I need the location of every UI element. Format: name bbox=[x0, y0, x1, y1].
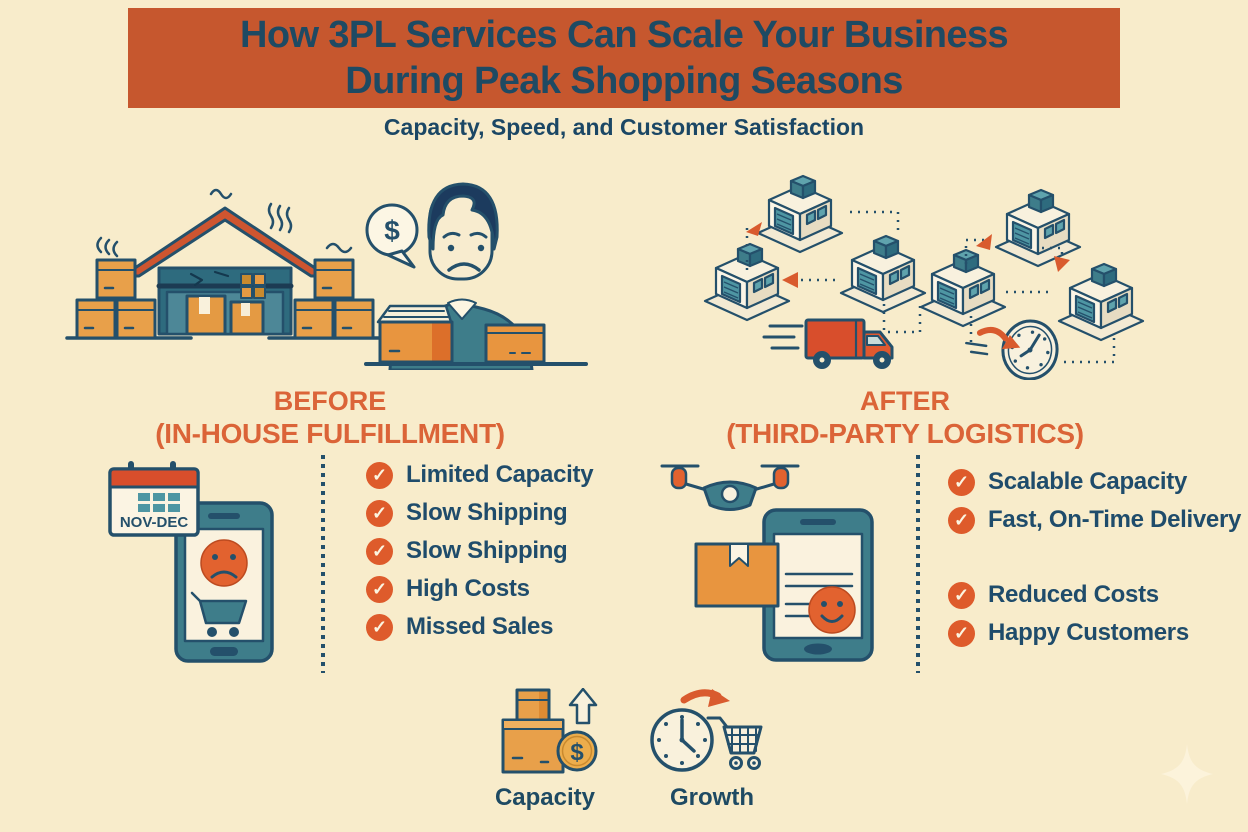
list-item: Reduced Costs bbox=[948, 576, 1241, 614]
after-divider bbox=[916, 455, 920, 673]
subtitle: Capacity, Speed, and Customer Satisfacti… bbox=[383, 114, 865, 140]
cart-icon bbox=[190, 591, 248, 637]
list-item: Limited Capacity bbox=[366, 456, 594, 494]
network-routes bbox=[745, 210, 1116, 364]
drone-icon bbox=[660, 464, 800, 511]
calendar-label: NOV-DEC bbox=[120, 514, 189, 531]
check-icon bbox=[948, 506, 975, 534]
warehouse-node-icon bbox=[1057, 262, 1145, 342]
closed-box-icon bbox=[484, 323, 546, 364]
after-subheading: (THIRD-PARTY LOGISTICS) bbox=[726, 418, 1084, 449]
capacity-icon: $ bbox=[501, 688, 598, 774]
box-stack-left-icon bbox=[75, 258, 157, 340]
growth-label: Growth bbox=[670, 784, 754, 811]
before-heading: BEFORE bbox=[273, 386, 387, 416]
after-checklist: Scalable Capacity Fast, On-Time Delivery… bbox=[948, 463, 1241, 652]
list-item: Happy Customers bbox=[948, 614, 1241, 652]
before-checklist: Limited Capacity Slow Shipping Slow Ship… bbox=[366, 456, 594, 646]
before-heading-block: BEFORE (IN-HOUSE FULFILLMENT) bbox=[75, 386, 585, 450]
item-label: Missed Sales bbox=[406, 613, 554, 640]
warehouse-building-icon bbox=[121, 206, 329, 336]
calendar-icon: NOV-DEC bbox=[108, 461, 200, 537]
list-item: Slow Shipping bbox=[366, 494, 593, 532]
after-heading: AFTER bbox=[860, 386, 950, 416]
route-arrows bbox=[746, 222, 1070, 288]
item-label: Reduced Costs bbox=[988, 581, 1159, 608]
check-icon bbox=[366, 537, 393, 565]
item-label: Fast, On-Time Delivery bbox=[988, 506, 1242, 533]
item-label: Scalable Capacity bbox=[988, 468, 1188, 495]
item-label: Limited Capacity bbox=[406, 461, 594, 488]
dollar-symbol: $ bbox=[384, 215, 400, 246]
title-line-1: How 3PL Services Can Scale Your Business bbox=[239, 14, 1009, 56]
warehouse-node-icon bbox=[703, 242, 791, 322]
check-icon bbox=[948, 581, 975, 609]
item-label: Happy Customers bbox=[988, 619, 1189, 646]
sad-phone-illustration: NOV-DEC bbox=[108, 461, 274, 663]
delivery-truck-icon bbox=[762, 318, 894, 369]
check-icon bbox=[366, 613, 393, 641]
logistics-network-illustration bbox=[703, 174, 1145, 380]
item-label: High Costs bbox=[406, 575, 530, 602]
warehouse-node-icon bbox=[756, 174, 844, 254]
list-item: Missed Sales bbox=[366, 608, 593, 646]
sad-face-icon bbox=[200, 539, 248, 587]
box-stack-right-icon bbox=[293, 258, 375, 340]
list-gap bbox=[948, 539, 1241, 576]
warehouse-node-icon bbox=[919, 248, 1007, 328]
stress-squiggles-icon bbox=[96, 188, 353, 258]
dollar-speech-bubble-icon: $ bbox=[365, 203, 419, 269]
happy-phone-illustration bbox=[660, 464, 874, 662]
growth-icon bbox=[650, 689, 763, 772]
check-icon bbox=[366, 575, 393, 603]
overloaded-warehouse-illustration bbox=[65, 188, 395, 340]
check-icon bbox=[366, 499, 393, 527]
before-divider bbox=[321, 455, 325, 673]
check-icon bbox=[948, 468, 975, 496]
happy-face-icon bbox=[808, 586, 856, 634]
list-item: Slow Shipping bbox=[366, 532, 593, 570]
before-subheading: (IN-HOUSE FULFILLMENT) bbox=[155, 418, 505, 449]
open-box-icon bbox=[376, 304, 454, 364]
worried-worker-illustration: $ bbox=[364, 182, 588, 370]
check-icon bbox=[366, 461, 393, 489]
warehouse-node-icon bbox=[839, 234, 927, 314]
sparkle-icon bbox=[1161, 744, 1213, 804]
check-icon bbox=[948, 619, 975, 647]
list-item: Fast, On-Time Delivery bbox=[948, 501, 1241, 539]
title-line-2: During Peak Shopping Seasons bbox=[345, 60, 903, 102]
coin-dollar-symbol: $ bbox=[570, 739, 584, 766]
title-banner: How 3PL Services Can Scale Your Business… bbox=[128, 8, 1120, 108]
item-label: Slow Shipping bbox=[406, 499, 568, 526]
package-icon bbox=[694, 542, 780, 608]
list-item: High Costs bbox=[366, 570, 593, 608]
list-item: Scalable Capacity bbox=[948, 463, 1241, 501]
after-heading-block: AFTER (THIRD-PARTY LOGISTICS) bbox=[655, 386, 1155, 450]
capacity-label: Capacity bbox=[494, 784, 596, 811]
warehouse-node-icon bbox=[994, 188, 1082, 268]
fast-clock-icon bbox=[965, 319, 1059, 380]
item-label: Slow Shipping bbox=[406, 537, 568, 564]
